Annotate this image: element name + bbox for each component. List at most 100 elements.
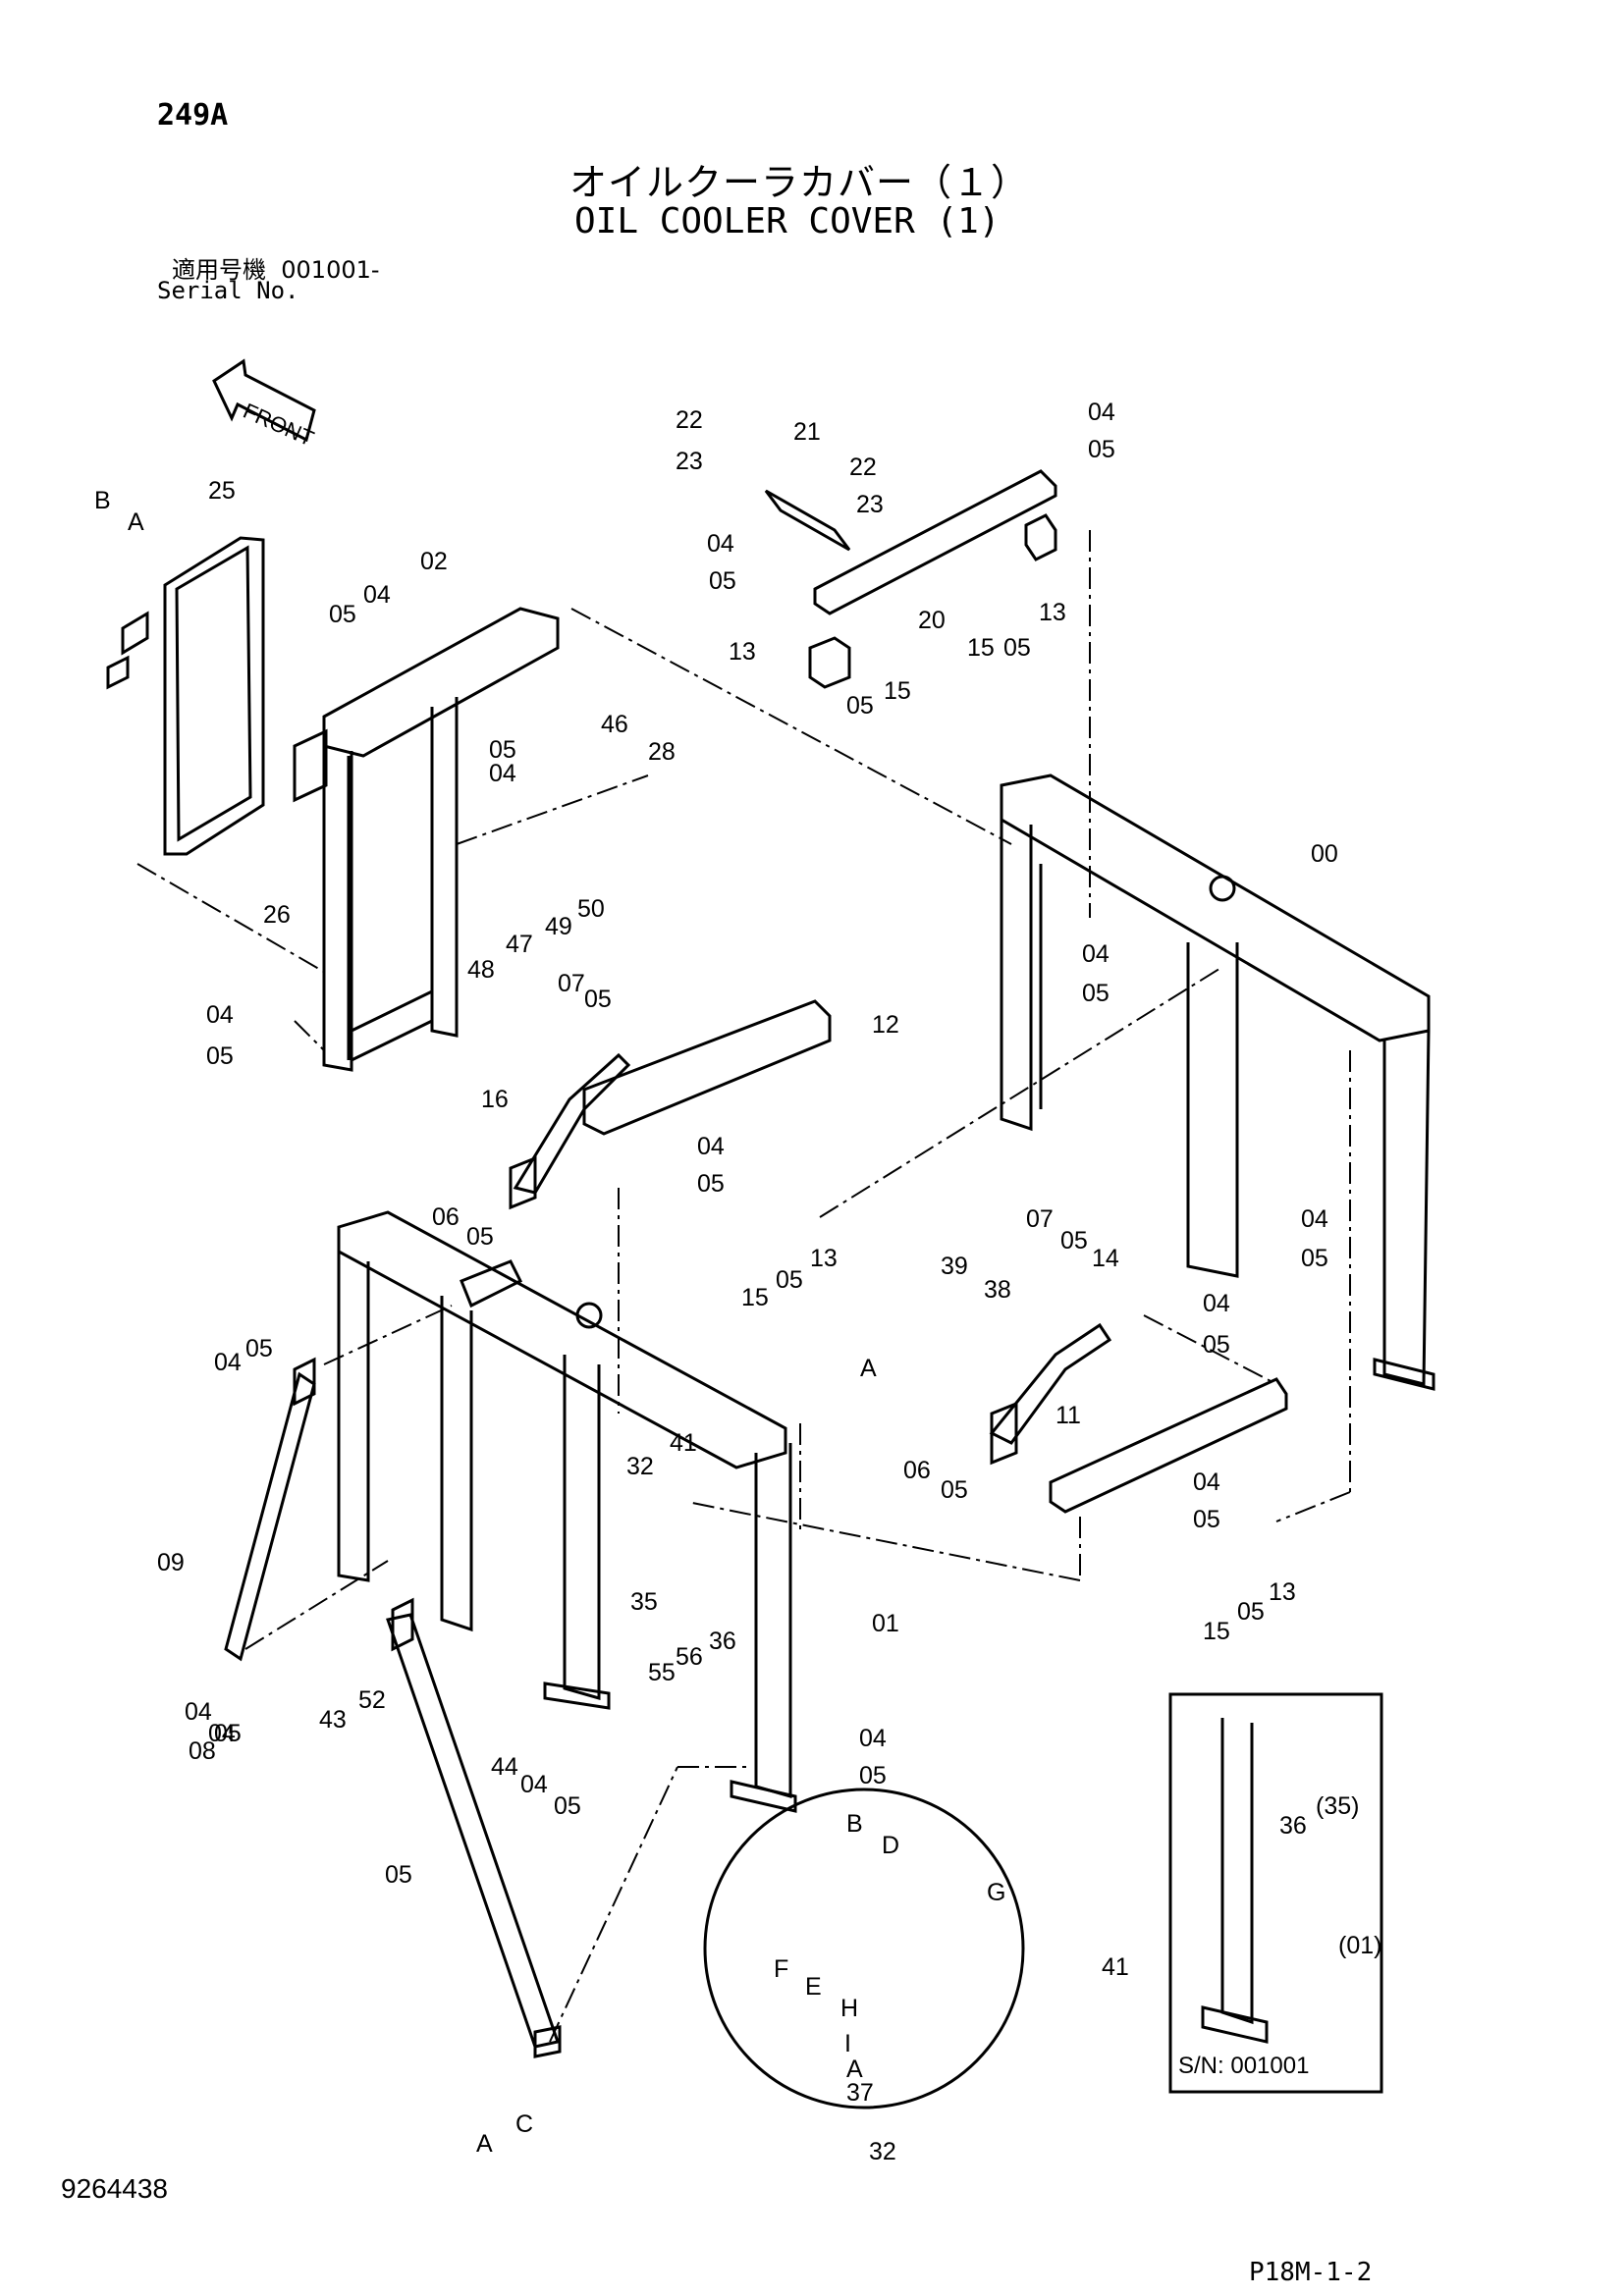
callout-label: 09	[157, 1549, 185, 1576]
callout-label: 46	[601, 711, 628, 738]
callout-label: 38	[984, 1276, 1011, 1304]
callout-label: 36	[1279, 1812, 1307, 1840]
callout-label: 04	[1082, 940, 1110, 968]
callout-label: E	[805, 1973, 822, 2001]
callout-label: (35)	[1316, 1792, 1359, 1820]
callout-label: A	[846, 2056, 863, 2083]
callout-label: 04	[208, 1720, 236, 1747]
door-panel	[106, 536, 265, 856]
callout-label: 05	[554, 1792, 581, 1820]
callout-label: 07	[1026, 1205, 1054, 1233]
callout-label: 05	[697, 1170, 725, 1198]
callout-label: 15	[884, 677, 911, 705]
callout-label: 13	[1269, 1578, 1296, 1606]
callout-label: 44	[491, 1753, 518, 1781]
callout-label: 04	[185, 1698, 212, 1726]
detail-circle-a	[703, 1788, 1025, 2109]
callout-label: 05	[1088, 436, 1115, 463]
callout-label: 25	[208, 477, 236, 505]
callout-label: 22	[849, 454, 877, 481]
callout-label: 22	[676, 406, 703, 434]
callout-label: 05	[709, 567, 736, 595]
callout-label: 08	[189, 1737, 216, 1765]
callout-label: 13	[810, 1245, 838, 1272]
callout-label: 15	[741, 1284, 769, 1311]
callout-label: 15	[1203, 1618, 1230, 1645]
callout-label: 14	[1092, 1245, 1119, 1272]
top-rail-bracket	[764, 469, 1057, 689]
callout-label: 05	[859, 1762, 887, 1789]
brace-08	[386, 1597, 562, 2058]
callout-label: 04	[363, 581, 391, 609]
callout-label: 52	[358, 1686, 386, 1714]
callout-label: D	[882, 1832, 899, 1859]
callout-label: 41	[1102, 1953, 1129, 1981]
callout-label: 05	[1082, 980, 1110, 1007]
callout-label: 04	[1088, 399, 1115, 426]
callout-label: 32	[626, 1453, 654, 1480]
title-english: OIL COOLER COVER (1)	[574, 201, 1001, 241]
serial-label-english: Serial No.	[157, 277, 299, 304]
callout-label: 05	[206, 1042, 234, 1070]
callout-label: 02	[420, 548, 448, 575]
callout-label: 05	[329, 601, 356, 628]
serial-label-jp-text: 適用号機	[172, 256, 266, 284]
serial-label-japanese: 適用号機 001001-	[172, 250, 380, 285]
callout-label: A	[860, 1355, 877, 1382]
callout-label: 47	[506, 931, 533, 958]
callout-label: 05	[584, 986, 612, 1013]
callout-label: 01	[872, 1610, 899, 1637]
callout-label: 37	[846, 2079, 874, 2107]
callout-label: 13	[1039, 599, 1066, 626]
callout-label: 23	[856, 491, 884, 518]
inset-box	[1168, 1692, 1383, 2094]
callout-label: 00	[1311, 840, 1338, 868]
callout-label: 12	[872, 1011, 899, 1039]
brace-09	[224, 1357, 316, 1662]
callout-label: 05	[1301, 1245, 1328, 1272]
callout-label: 55	[648, 1659, 676, 1686]
callout-label: I	[844, 2030, 851, 2057]
callout-label: 04	[206, 1001, 234, 1029]
callout-label: 04	[214, 1349, 242, 1376]
page-reference: P18M-1-2	[1249, 2258, 1373, 2287]
callout-label: 04	[1203, 1290, 1230, 1317]
callout-label: 26	[263, 901, 291, 929]
callout-label: 05	[245, 1335, 273, 1362]
callout-label: 05	[776, 1266, 803, 1294]
callout-label: 16	[481, 1086, 509, 1113]
callout-label: A	[476, 2130, 493, 2158]
callout-label: 05	[1193, 1506, 1220, 1533]
callout-label: 04	[1301, 1205, 1328, 1233]
callout-label: 11	[1056, 1402, 1081, 1429]
callout-label: F	[774, 1955, 788, 1983]
callout-label: 13	[729, 638, 756, 666]
callout-label: 41	[670, 1429, 697, 1457]
callout-label: 50	[577, 895, 605, 923]
callout-label: 05	[941, 1476, 968, 1504]
front-arrow: FRONT	[212, 358, 317, 451]
callout-label: 32	[869, 2138, 896, 2165]
upper-cross-member	[509, 999, 832, 1210]
callout-label: 04	[489, 760, 516, 787]
callout-label: H	[840, 1995, 858, 2022]
callout-label: 23	[676, 448, 703, 475]
rear-main-frame	[1000, 774, 1435, 1391]
callout-label: 05	[1060, 1227, 1088, 1255]
callout-label: 35	[630, 1588, 658, 1616]
callout-label: 15	[967, 634, 995, 662]
callout-label: B	[94, 487, 111, 514]
callout-label: B	[846, 1810, 863, 1838]
drawing-number: 9264438	[61, 2173, 169, 2204]
callout-label: 39	[941, 1253, 968, 1280]
callout-label: 05	[466, 1223, 494, 1251]
callout-label: 05	[1237, 1598, 1265, 1626]
callout-label: 36	[709, 1628, 736, 1655]
callout-label: 04	[859, 1725, 887, 1752]
callout-label: A	[128, 508, 144, 536]
callout-label: 56	[676, 1643, 703, 1671]
callout-label: 05	[385, 1861, 412, 1889]
